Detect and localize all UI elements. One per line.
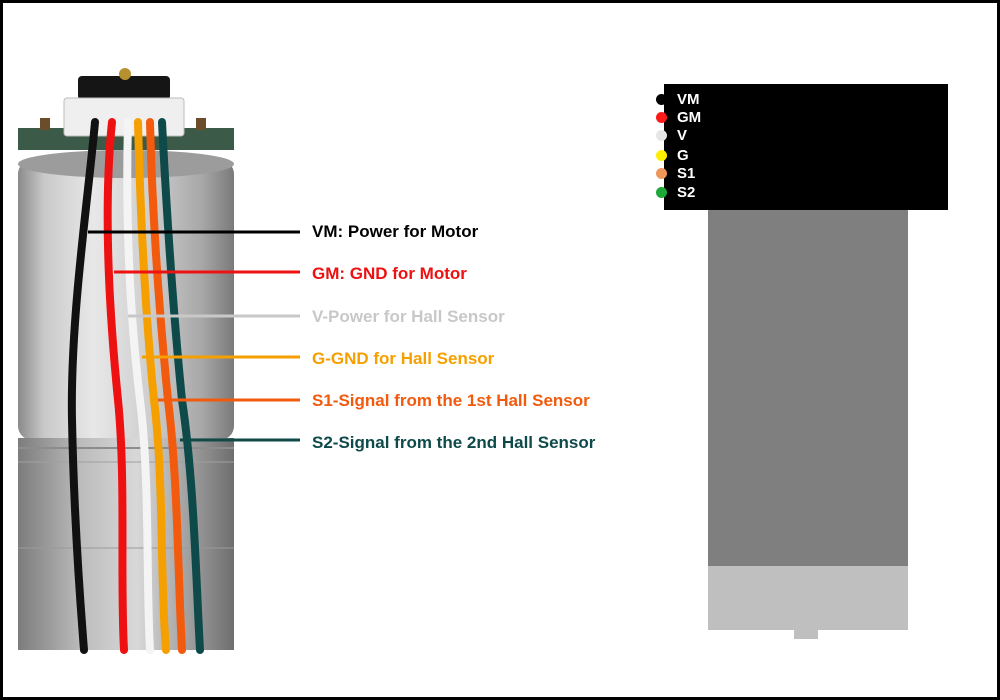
pin-label: S1 — [677, 164, 696, 182]
pin-label: GM — [677, 108, 702, 126]
pin-dot-icon — [656, 167, 667, 179]
wire-v — [123, 118, 154, 654]
wire-vm — [67, 118, 99, 654]
callout-vm-label: VM: Power for Motor — [312, 222, 479, 241]
wire-gm — [103, 118, 128, 654]
wire-g — [134, 118, 170, 654]
callout-s2-label: S2-Signal from the 2nd Hall Sensor — [312, 433, 596, 452]
pin-row-g: G — [656, 146, 689, 164]
pin-row-vm: VM — [656, 90, 700, 108]
motor-gearbox-schematic — [708, 566, 908, 630]
callout-g-label: G-GND for Hall Sensor — [312, 349, 495, 368]
callout-s1-label: S1-Signal from the 1st Hall Sensor — [312, 391, 590, 410]
pin-dot-icon — [656, 129, 667, 141]
pin-row-gm: GM — [656, 108, 702, 126]
pin-label: G — [677, 146, 689, 164]
connector-cap — [78, 76, 170, 100]
pin-dot-icon — [656, 111, 667, 123]
pin-dot-icon — [656, 186, 667, 198]
motor-body-schematic — [708, 210, 908, 566]
pin-header: VM GM V G S1 S2 — [656, 84, 948, 210]
callout-gm-label: GM: GND for Motor — [312, 264, 467, 283]
pin-dot-icon — [656, 93, 667, 105]
pin-row-s2: S2 — [656, 183, 696, 201]
pin-label: S2 — [677, 183, 696, 201]
pin-row-s1: S1 — [656, 164, 696, 182]
pin-row-v: V — [656, 126, 688, 144]
motor-shaft — [794, 630, 818, 639]
callout-v-label: V-Power for Hall Sensor — [312, 307, 505, 326]
pin-label: V — [677, 126, 688, 144]
pin-dot-icon — [656, 149, 667, 161]
pin-label: VM — [677, 90, 700, 108]
